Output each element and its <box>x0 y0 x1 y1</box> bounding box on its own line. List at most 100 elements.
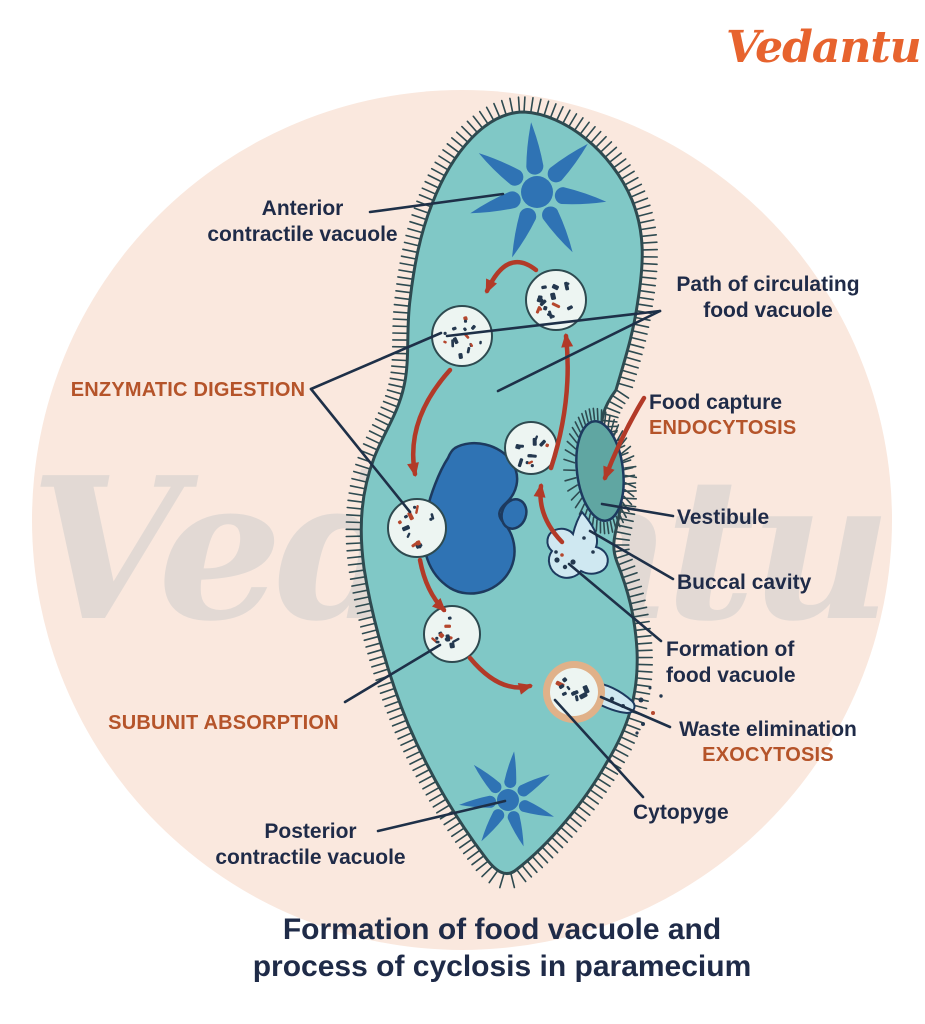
cilium <box>345 542 362 545</box>
cilium <box>619 376 636 382</box>
cilium <box>639 289 656 294</box>
vestibule-cilium <box>607 414 611 428</box>
label-buccal-cavity: Buccal cavity <box>677 571 812 594</box>
cilium <box>389 377 405 382</box>
cilium <box>634 690 651 695</box>
cilium <box>359 449 375 457</box>
cilium <box>612 395 626 405</box>
cilium <box>424 180 439 189</box>
food-particle <box>451 339 455 348</box>
expelled-particle <box>635 731 639 735</box>
food-particle <box>536 297 544 303</box>
cilium <box>581 800 595 811</box>
cilium <box>618 382 634 389</box>
cilium <box>396 283 412 287</box>
food-particle <box>572 691 578 694</box>
cilium <box>614 537 631 542</box>
cilium <box>348 569 365 574</box>
forming-food-vacuole-particles <box>554 536 595 570</box>
cilium <box>613 158 627 168</box>
cilium <box>347 562 364 566</box>
label-formation-line1: Formation of <box>666 638 795 661</box>
food-particle <box>458 353 463 359</box>
arrow-right-ascending <box>548 333 574 471</box>
cilium <box>633 613 649 618</box>
label-food-capture-line2: ENDOCYTOSIS <box>649 417 797 440</box>
food-particle <box>444 637 449 642</box>
cilium <box>627 349 643 356</box>
food-particle <box>443 340 447 344</box>
cilium <box>434 161 449 171</box>
cilium <box>351 477 367 483</box>
cilium <box>637 670 653 673</box>
cilium <box>412 763 427 772</box>
cilium <box>447 822 461 832</box>
captured-food-particle <box>570 559 576 565</box>
food-particle <box>406 532 411 538</box>
cilium <box>640 283 657 287</box>
label-waste-line2: EXOCYTOSIS <box>702 744 834 767</box>
cilium <box>355 463 371 470</box>
cilium <box>450 137 464 148</box>
food-particle <box>543 305 548 311</box>
buccal-cavity-shape <box>546 510 609 579</box>
food-particle <box>469 343 474 347</box>
food-particle <box>582 685 590 694</box>
vestibule-cilium <box>609 520 614 533</box>
leader-enzymatic-a <box>309 331 443 391</box>
vacuole-ray <box>470 191 521 214</box>
cilium <box>400 738 415 747</box>
cilium <box>435 804 450 814</box>
cilium <box>418 194 434 201</box>
cilium <box>345 521 362 524</box>
food-particle <box>517 458 524 468</box>
leader-posterior <box>376 799 507 833</box>
cilium <box>392 318 409 321</box>
cilium <box>569 816 582 828</box>
cilium <box>629 343 645 349</box>
cilium <box>621 369 638 376</box>
cilium <box>369 655 385 662</box>
vacuole-center <box>497 789 519 811</box>
vestibule-cilium <box>581 412 587 425</box>
expelled-particle <box>659 694 663 698</box>
cilium <box>609 152 623 163</box>
food-particle <box>515 443 522 450</box>
arrow-to-waste-vacuole <box>467 655 533 695</box>
cilium <box>386 707 402 714</box>
cilium <box>377 412 393 420</box>
cilium <box>625 356 641 363</box>
leader-waste <box>599 695 672 729</box>
cilium <box>389 713 404 721</box>
vedantu-logo: Vedantu <box>726 22 922 73</box>
cilium <box>418 775 433 784</box>
cilium <box>633 197 649 204</box>
vacuole-ray <box>473 764 502 794</box>
cilium <box>355 602 371 608</box>
cilium <box>411 214 427 221</box>
food-particle <box>574 695 579 702</box>
anterior-contractile-vacuole-star <box>470 122 607 258</box>
micronucleus <box>500 498 528 530</box>
cilium <box>352 589 368 594</box>
cilium <box>493 102 501 118</box>
cilium <box>624 578 641 585</box>
food-particle <box>449 642 455 649</box>
cilium <box>565 821 578 833</box>
cilium <box>630 336 647 342</box>
cilium <box>639 219 655 224</box>
label-anterior-contractile-vacuole: Anterior contractile vacuole <box>195 196 410 248</box>
cilium <box>471 855 485 866</box>
cilium <box>562 109 571 124</box>
cilium <box>560 826 573 838</box>
cilium <box>379 687 395 695</box>
cilium <box>615 552 631 559</box>
cilium <box>620 736 636 744</box>
leader-subunit <box>343 643 442 704</box>
cilium <box>461 125 473 138</box>
vestibule-region <box>562 407 638 535</box>
cilium <box>392 311 409 314</box>
cilium <box>632 330 648 335</box>
cilium <box>642 241 658 244</box>
